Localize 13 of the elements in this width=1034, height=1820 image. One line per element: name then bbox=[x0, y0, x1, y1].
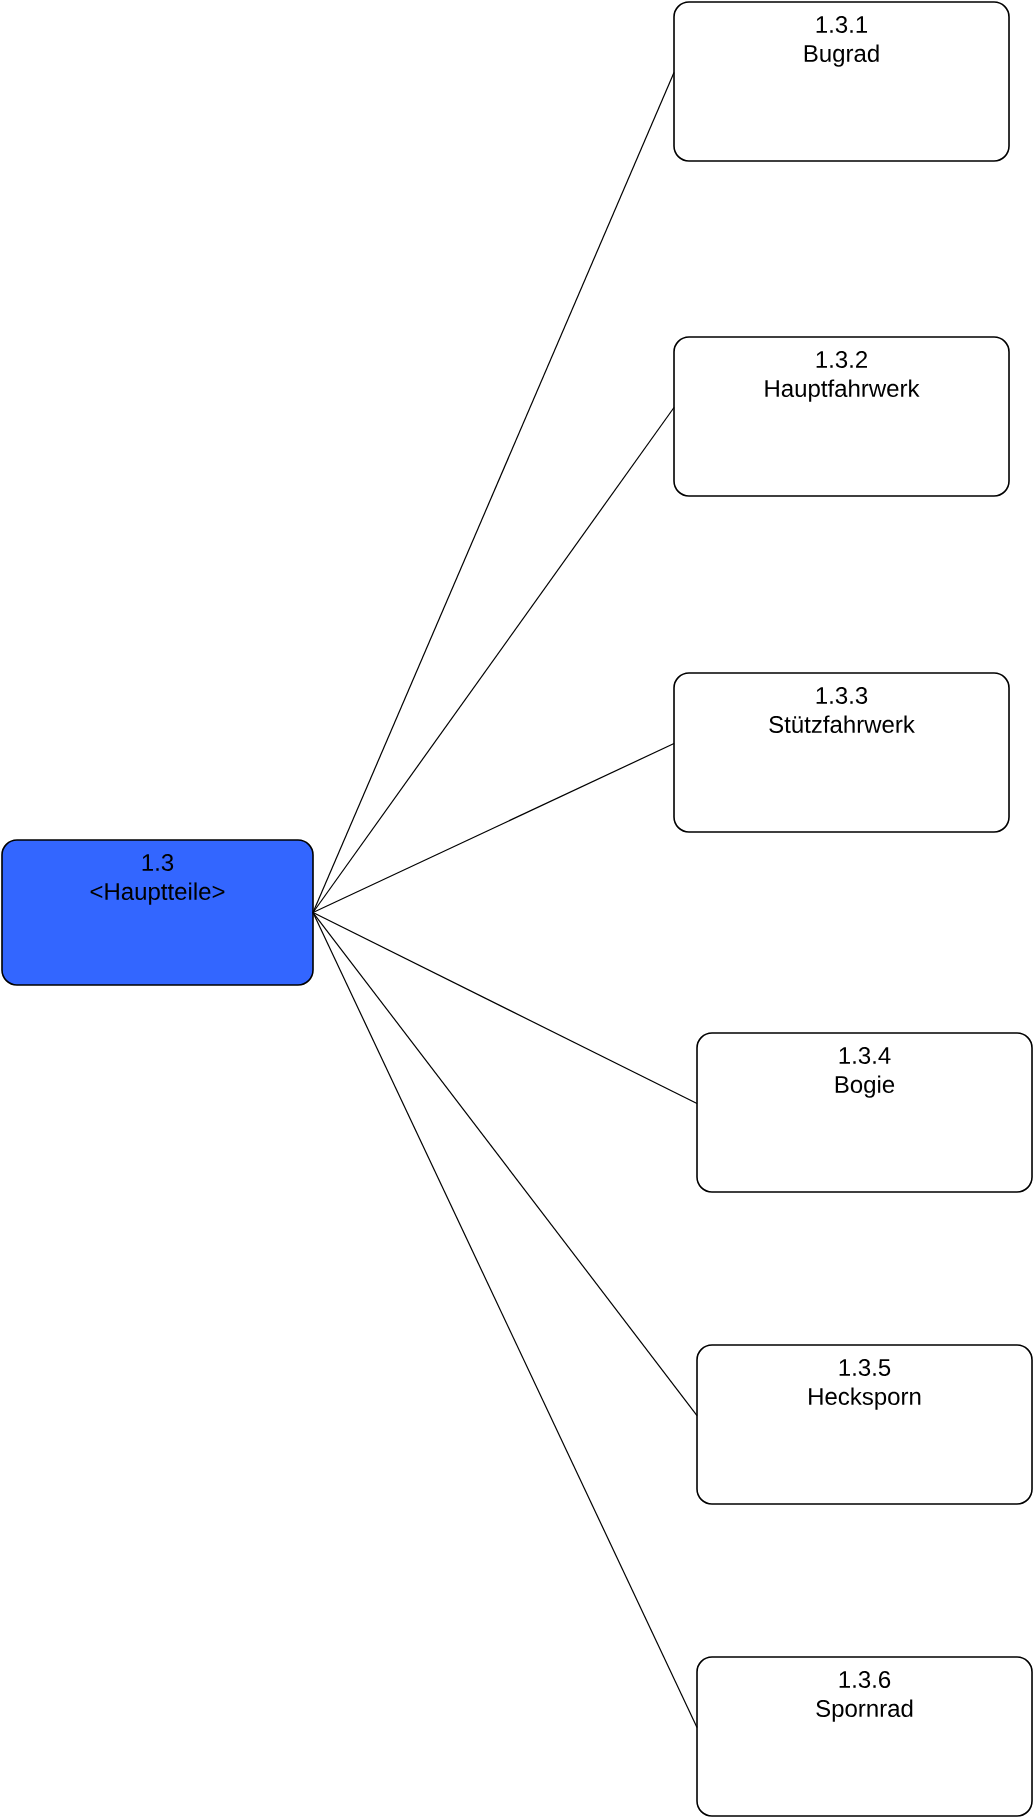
connector-line bbox=[312, 406, 675, 914]
part-box: 1.3.4 Bogie bbox=[696, 1032, 1033, 1193]
part-box: 1.3.2 Hauptfahrwerk bbox=[673, 336, 1010, 497]
connector-line bbox=[312, 742, 675, 914]
part-box: 1.3.6 Spornrad bbox=[696, 1656, 1033, 1817]
part-box: 1.3.3 Stützfahrwerk bbox=[673, 672, 1010, 833]
part-box: 1.3.1 Bugrad bbox=[673, 1, 1010, 162]
connector-line bbox=[312, 911, 698, 1729]
part-box: 1.3.5 Hecksporn bbox=[696, 1344, 1033, 1505]
connector-line bbox=[312, 911, 698, 1417]
root-box: 1.3 <Hauptteile> bbox=[1, 839, 314, 986]
connector-line bbox=[312, 911, 698, 1105]
connector-line bbox=[312, 71, 675, 914]
